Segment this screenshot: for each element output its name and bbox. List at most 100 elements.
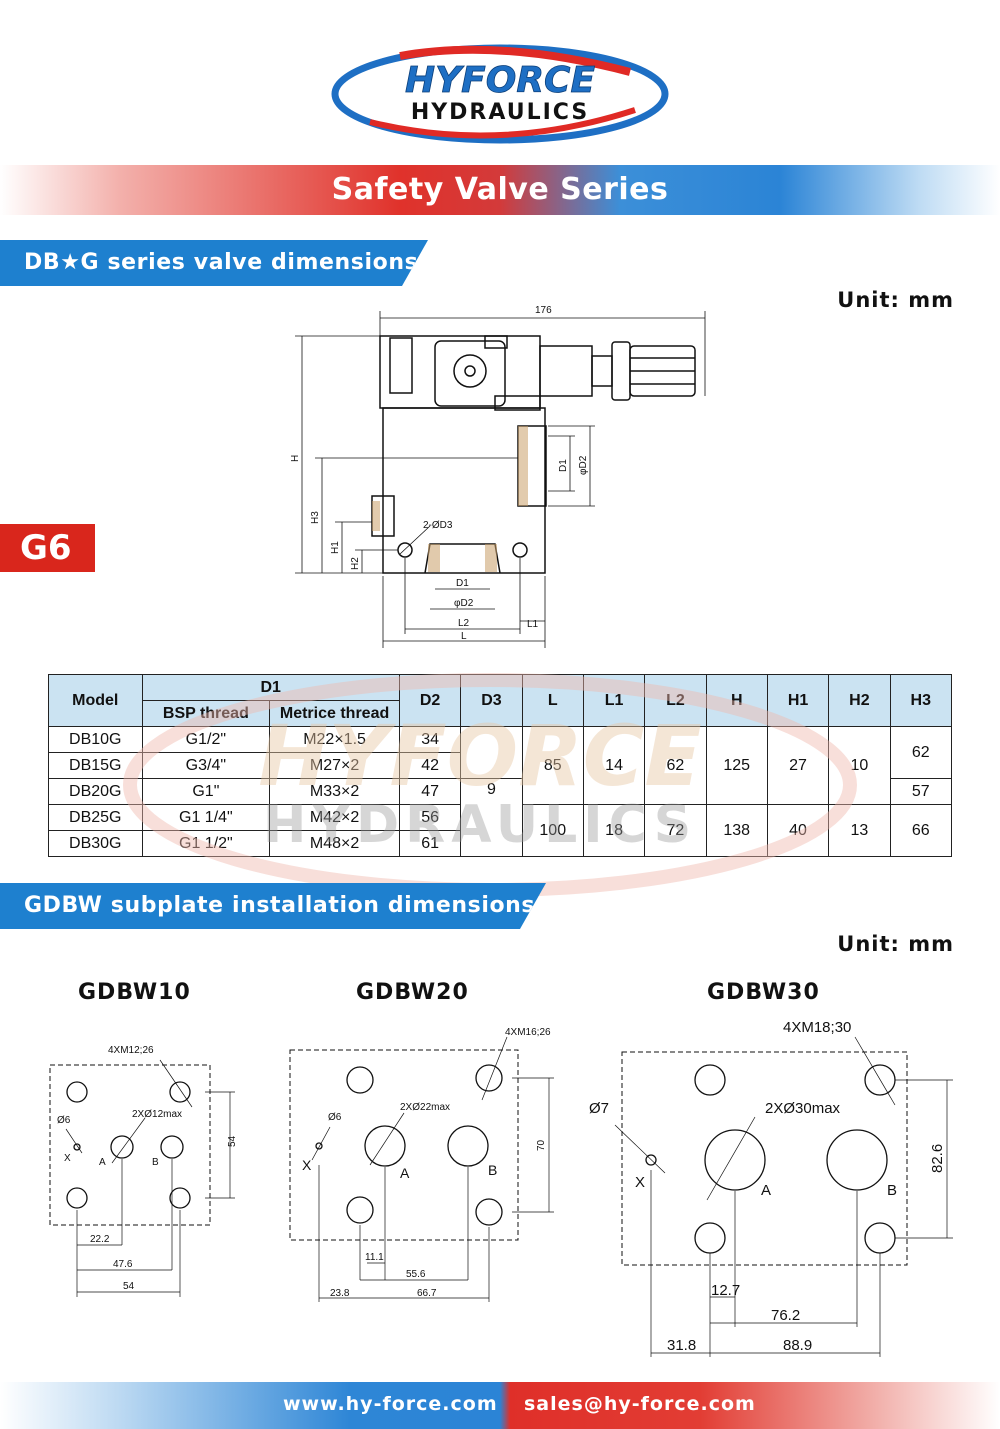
gdbw10-port-label: 2XØ12max: [132, 1109, 182, 1120]
gdbw20-pilot-label: Ø6: [328, 1112, 342, 1123]
gdbw10-d1: 22.2: [90, 1234, 110, 1245]
cell-bsp: G1 1/2": [141, 830, 271, 857]
cell-h3-a: 62: [889, 726, 953, 779]
gdbw30-d2: 31.8: [667, 1337, 696, 1354]
table-row: DB20G G1" M33×2 47 9 57: [48, 778, 953, 857]
th-l: L: [521, 674, 584, 727]
gdbw20-x-label: X: [302, 1157, 312, 1173]
th-l1: L1: [582, 674, 646, 727]
cell-bsp: G3/4": [141, 752, 271, 779]
gdbw10-d3: 54: [123, 1281, 135, 1292]
gdbw20-d3: 66.7: [417, 1288, 437, 1299]
gdbw10-d2: 47.6: [113, 1259, 133, 1270]
dim-h2: H2: [350, 557, 361, 570]
cell-metric: M33×2: [269, 778, 400, 805]
dimension-table: Model D1 D2 D3 L L1 L2 H H1 H2 H3 BSP th…: [48, 674, 953, 857]
table-row: DB30G G1 1/2" M48×2 61: [48, 830, 952, 857]
gdbw10-a-label: A: [99, 1157, 106, 1168]
gdbw20-d0: 11.1: [365, 1252, 384, 1263]
dim-176: 176: [535, 305, 552, 316]
cell-h3-c: 66: [889, 804, 953, 857]
dim-l1: L1: [527, 619, 539, 630]
dim-d2-bottom: φD2: [454, 598, 474, 609]
footer-bar: [0, 1382, 1000, 1429]
gdbw20-a-label: A: [400, 1165, 410, 1181]
dim-h1: H1: [330, 541, 341, 554]
cell-model: DB10G: [48, 726, 143, 753]
th-d1: D1: [141, 674, 400, 701]
cell-l1-a: 14: [582, 726, 646, 805]
cell-metric: M42×2: [269, 804, 400, 831]
subplate-title-gdbw10: GDBW10: [78, 980, 191, 1005]
footer-email-link[interactable]: sales@hy-force.com: [524, 1393, 756, 1415]
unit-label-2: Unit: mm: [837, 932, 954, 956]
gdbw30-a-label: A: [761, 1182, 771, 1199]
dim-d2-side: φD2: [578, 455, 589, 475]
valve-drawing: 176 H H3 H1 H2 D1 φD2 2-ØD3 D1 φD2 L2 L …: [290, 305, 706, 648]
th-d3: D3: [460, 674, 523, 727]
series-title: Safety Valve Series: [331, 172, 669, 207]
cell-l-b: 100: [521, 804, 584, 857]
gdbw30-d3: 88.9: [783, 1337, 812, 1354]
gdbw20-h: 70: [536, 1139, 547, 1151]
gdbw20-b-label: B: [488, 1162, 497, 1178]
logo-line1: HYFORCE: [405, 60, 596, 101]
cell-bsp: G1 1/4": [141, 804, 271, 831]
cell-h2-a: 10: [828, 726, 891, 805]
series-banner: [0, 165, 1000, 215]
th-l2: L2: [644, 674, 707, 727]
cell-d2: 47: [398, 778, 462, 805]
cell-model: DB25G: [48, 804, 143, 831]
cell-metric: M27×2: [269, 752, 400, 779]
cell-h-b: 138: [705, 804, 768, 857]
cell-h1-b: 40: [766, 804, 830, 857]
dim-d1-bottom: D1: [456, 578, 469, 589]
cell-h2-b: 13: [828, 804, 891, 857]
th-bsp: BSP thread: [141, 700, 271, 727]
gdbw20-port-label: 2XØ22max: [400, 1102, 450, 1113]
gdbw30-mount-label: 4XM18;30: [783, 1019, 851, 1036]
gdbw30-x-label: X: [635, 1174, 645, 1191]
cell-bsp: G1": [141, 778, 271, 805]
cell-h1-a: 27: [766, 726, 830, 805]
cell-l1-b: 18: [582, 804, 646, 857]
cell-d2: 56: [398, 804, 462, 831]
th-d2: D2: [398, 674, 462, 727]
cell-metric: M48×2: [269, 830, 400, 857]
th-h2: H2: [828, 674, 891, 727]
unit-label: Unit: mm: [837, 288, 954, 312]
gdbw20-d2: 23.8: [330, 1288, 350, 1299]
dim-l2: L2: [458, 618, 470, 629]
dim-d1-side: D1: [558, 459, 569, 472]
logo-line2: HYDRAULICS: [411, 100, 589, 125]
cell-d3-empty: [460, 726, 523, 779]
cell-l2-b: 72: [644, 804, 707, 857]
dim-d3: 2-ØD3: [423, 520, 453, 531]
subplate-title-gdbw30: GDBW30: [707, 980, 820, 1005]
subplate-gdbw30-drawing: 4XM18;30 2XØ30max Ø7 X A B 82.6 12.7 76.…: [589, 1019, 953, 1357]
cell-d2: 61: [398, 830, 462, 857]
cell-d2: 42: [398, 752, 462, 779]
table-row: DB15G G3/4" M27×2 42: [48, 752, 952, 779]
cell-d3: 9: [460, 778, 523, 857]
footer-website-link[interactable]: www.hy-force.com: [283, 1393, 498, 1415]
dim-l: L: [461, 631, 467, 642]
cell-h3-b: 57: [889, 778, 953, 805]
gdbw10-mount-label: 4XM12;26: [108, 1045, 154, 1056]
th-h3: H3: [889, 674, 953, 727]
size-badge: G6: [0, 524, 95, 572]
cell-l-a: 85: [521, 726, 584, 805]
dim-h: H: [290, 455, 301, 462]
gdbw30-port-label: 2XØ30max: [765, 1100, 841, 1117]
subplate-gdbw10-drawing: 4XM12;26 2XØ12max Ø6 X A B 54 22.2 47.6 …: [49, 1045, 238, 1297]
gdbw30-d1: 76.2: [771, 1307, 800, 1324]
subplate-title-gdbw20: GDBW20: [356, 980, 469, 1005]
hyforce-logo: HYFORCE HYDRAULICS: [331, 44, 669, 144]
gdbw10-h: 54: [227, 1135, 238, 1147]
th-model: Model: [48, 674, 143, 727]
section-subplate-header: GDBW subplate installation dimensions: [0, 883, 546, 929]
cell-l2-a: 62: [644, 726, 707, 805]
section-valve-dimensions-header: DB★G series valve dimensions: [0, 240, 428, 286]
cell-model: DB30G: [48, 830, 143, 857]
gdbw30-b-label: B: [887, 1182, 897, 1199]
